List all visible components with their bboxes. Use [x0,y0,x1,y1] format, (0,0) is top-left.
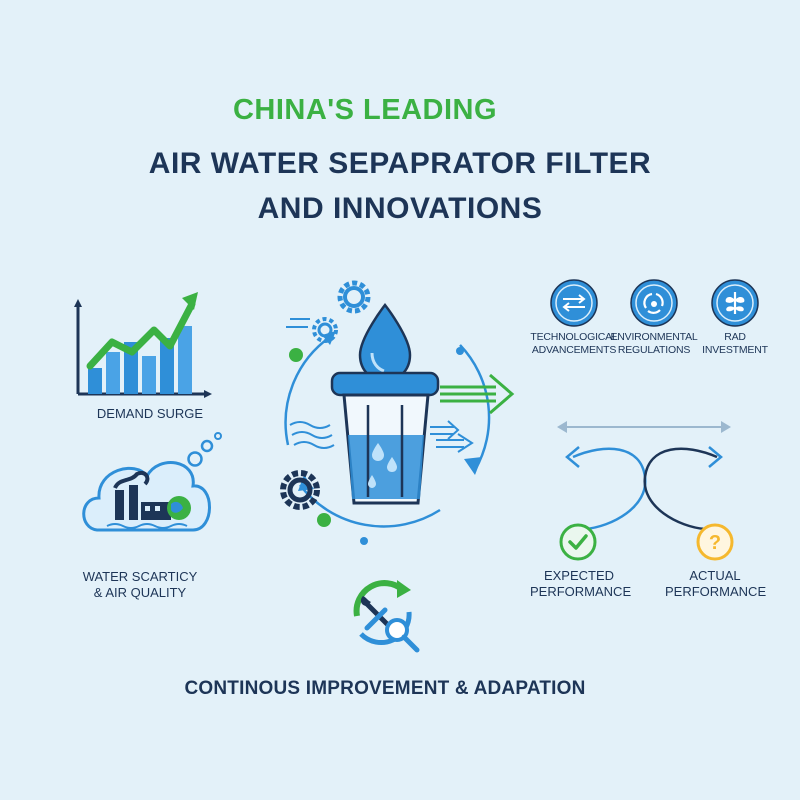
driver-investment-label-1: RAD [724,331,746,343]
water-scarcity-label: WATER SCARTICY [82,569,198,584]
demand-surge-label: DEMAND SURGE [96,406,204,421]
driver-environmental-label-2: REGULATIONS [617,344,691,356]
bar-chart-growth-icon [74,292,212,398]
actual-label-2: PERFORMANCE [665,584,767,599]
expected-label-1: EXPECTED [543,568,615,583]
actual-label-1: ACTUAL [689,568,741,583]
driver-technological-label-2: ADVANCEMENTS [531,344,617,356]
question-circle-icon: ? [696,523,734,561]
driver-investment-label-2: INVESTMENT [702,344,768,356]
air-quality-label: & AIR QUALITY [93,585,187,600]
check-circle-icon [559,523,597,561]
driver-technological-label-1: TECHNOLOGICAL [530,331,618,343]
title-line-1: CHINA'S LEADING [232,94,498,126]
title-line-2: AIR WATER SEPAPRATOR FILTER [148,147,652,180]
filter-cycle-diagram [280,280,515,545]
factory-cloud-icon [82,432,222,532]
footer-title: CONTINOUS IMPROVEMENT & ADAPATION [184,678,586,699]
improvement-tools-icon [353,580,420,653]
recycle-icon [630,279,678,327]
investment-plant-icon [711,279,759,327]
title-line-3: AND INNOVATIONS [257,192,543,225]
performance-gap-diagram [557,421,731,531]
technology-icon [550,279,598,327]
driver-environmental-label-1: ENVIRONMENTAL [610,331,698,343]
svg-text:?: ? [709,532,721,554]
expected-label-2: PERFORMANCE [530,584,632,599]
